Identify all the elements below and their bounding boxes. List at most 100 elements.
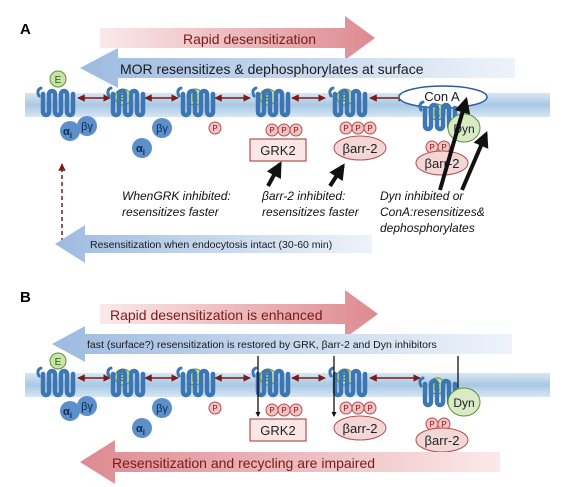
fast-resensitization-label: fast (surface?) resensitization is resto… <box>87 339 437 351</box>
phosphate <box>208 401 222 415</box>
con-a-label: Con A <box>424 89 460 104</box>
receptor-state-6-b: E Dyn P P βarr-2 <box>415 378 481 453</box>
resensitization-endocytosis-arrow: Resensitization when endocytosis intact … <box>55 225 372 263</box>
g-alpha-subunit <box>60 121 80 141</box>
ligand-label: E <box>55 357 62 368</box>
rapid-desensitization-label: Rapid desensitization <box>183 31 316 47</box>
ligand-label: E <box>55 75 62 86</box>
mor-receptor <box>330 368 365 395</box>
g-alpha-label: αi <box>136 143 145 157</box>
phosphate-label: P <box>429 143 434 152</box>
barr-inhibitor-arrow <box>328 163 345 188</box>
beta-arrestin-label: βarr-2 <box>425 156 460 171</box>
beta-arrestin-label: βarr-2 <box>425 433 460 448</box>
receptor-state-5: E P P P βarr-2 <box>330 88 387 161</box>
receptor-state-1: E αi βγ <box>38 70 97 141</box>
receptor-state-3-b: E P <box>178 368 222 415</box>
panel-b: B Rapid desensitization is enhanced fast… <box>20 289 550 484</box>
mor-receptor <box>178 88 213 115</box>
beta-arrestin-2 <box>333 135 387 161</box>
beta-arrestin-label: βarr-2 <box>343 141 378 156</box>
mor-receptor <box>253 88 288 115</box>
phosphate-label: P <box>441 420 446 429</box>
g-betagamma-label: βγ <box>81 401 93 413</box>
receptor-state-2: E βγ αi <box>108 88 172 158</box>
g-betagamma-subunit <box>152 398 172 418</box>
panel-a: A Rapid desensitization MOR resensitizes… <box>20 16 550 263</box>
panel-a-label: A <box>20 21 31 38</box>
beta-arrestin-2 <box>333 415 387 441</box>
inhibitor-lines-b <box>255 356 459 418</box>
g-betagamma-label: βγ <box>156 403 168 415</box>
receptor-state-4: E P P P GRK2 <box>249 88 307 162</box>
phosphate-label: P <box>212 124 217 133</box>
g-alpha-subunit <box>132 418 152 438</box>
g-betagamma-subunit <box>77 116 97 136</box>
phosphate <box>289 403 303 417</box>
g-alpha-subunit <box>132 138 152 158</box>
panel-b-label: B <box>20 289 31 306</box>
note-barr-line2: resensitizes faster <box>262 205 360 219</box>
phosphate-label: P <box>293 406 298 415</box>
phosphate <box>289 123 303 137</box>
g-alpha-label: αi <box>136 423 145 437</box>
g-alpha-subunit <box>60 401 80 421</box>
dynamin <box>447 387 481 417</box>
note-dyn-line2: ConA:resensitizes& <box>380 205 485 219</box>
enhanced-desensitization-arrow: Rapid desensitization is enhanced <box>100 290 378 338</box>
grk-inhibitor-arrow <box>266 161 282 187</box>
phosphate-label: P <box>281 406 286 415</box>
rapid-desensitization-arrow: Rapid desensitization <box>100 16 375 60</box>
note-barr-line1: βarr-2 inhibited: <box>261 189 345 203</box>
mor-receptor <box>108 88 143 115</box>
phosphate-cluster: P P P <box>265 123 303 137</box>
phosphate-label: P <box>293 126 298 135</box>
receptor-state-1-b: E αi βγ <box>38 352 97 421</box>
phosphate-label: P <box>269 406 274 415</box>
phosphate-label: P <box>355 124 360 133</box>
phosphate-label: P <box>429 420 434 429</box>
dyn-inhibitor-arrow <box>438 96 471 191</box>
phosphate-label: P <box>343 124 348 133</box>
phosphate-label: P <box>269 126 274 135</box>
phosphate <box>363 121 377 135</box>
enkephalin-ligand <box>49 70 67 88</box>
beta-arrestin-label: βarr-2 <box>343 421 378 436</box>
mor-resensitizes-label: MOR resensitizes & dephosphorylates at s… <box>120 61 424 77</box>
note-dyn-line3: dephosphorylates <box>380 221 475 235</box>
note-grk-line2: resensitizes faster <box>122 205 220 219</box>
mor-resensitizes-arrow: MOR resensitizes & dephosphorylates at s… <box>80 48 515 88</box>
receptor-state-4-b: E P P P GRK2 <box>249 368 307 442</box>
receptor-state-5-b: E P P P βarr-2 <box>330 368 387 441</box>
mor-receptor <box>38 368 73 395</box>
phosphate-label: P <box>212 404 217 413</box>
note-grk-line1: WhenGRK inhibited: <box>122 189 231 203</box>
mor-receptor <box>108 368 143 395</box>
grk2-box <box>249 138 307 162</box>
phosphate-label: P <box>441 143 446 152</box>
phosphate <box>363 401 377 415</box>
impaired-recycling-label: Resensitization and recycling are impair… <box>112 455 375 471</box>
note-dyn-line1: Dyn inhibited or <box>380 189 464 203</box>
grk2-label: GRK2 <box>260 143 295 158</box>
g-betagamma-label: βγ <box>156 123 168 135</box>
receptor-state-3: E P <box>178 88 222 135</box>
g-betagamma-subunit <box>77 396 97 416</box>
receptor-state-6: Con A E Dyn P P βarr-2 <box>398 85 488 176</box>
fast-resensitization-arrow: fast (surface?) resensitization is resto… <box>52 326 512 362</box>
g-betagamma-label: βγ <box>81 121 93 133</box>
resensitization-endocytosis-label: Resensitization when endocytosis intact … <box>90 239 332 251</box>
enhanced-desensitization-label: Rapid desensitization is enhanced <box>110 307 322 323</box>
phosphate-label: P <box>367 404 372 413</box>
beta-arrestin-2 <box>415 150 469 176</box>
impaired-recycling-arrow: Resensitization and recycling are impair… <box>80 440 500 484</box>
phosphate-label: P <box>343 404 348 413</box>
mor-receptor <box>178 368 213 395</box>
g-alpha-label: αi <box>63 126 72 140</box>
grk2-box <box>249 418 307 442</box>
inhibitor-arrows-a <box>266 96 489 191</box>
cona-inhibitor-arrow <box>460 131 489 191</box>
phosphate-label: P <box>355 404 360 413</box>
receptor-state-2-b: E βγ αi <box>108 368 172 438</box>
